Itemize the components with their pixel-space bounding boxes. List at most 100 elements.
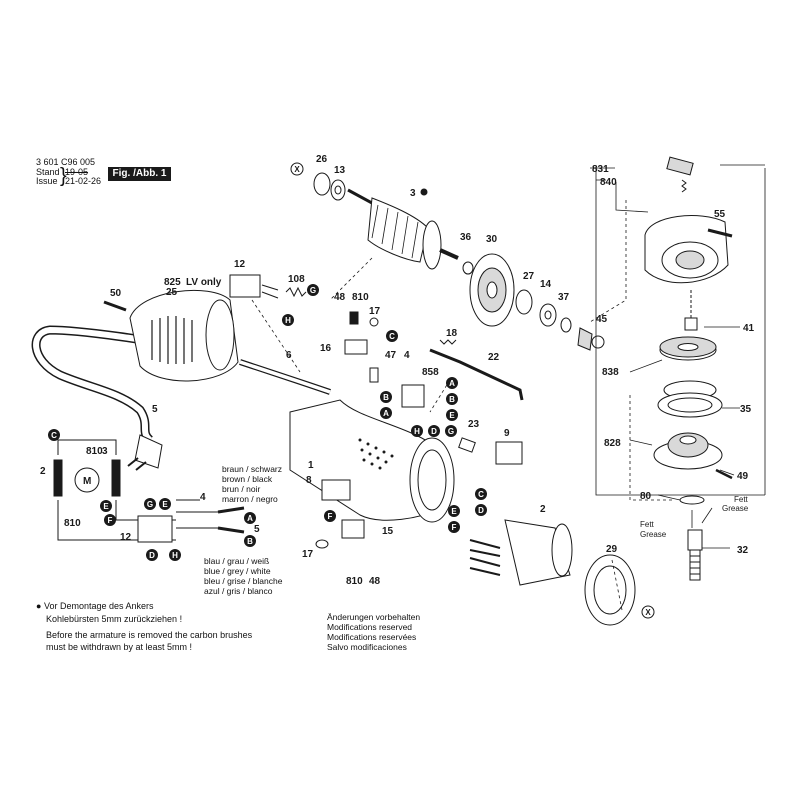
armature (347, 188, 459, 270)
label-14: 14 (540, 279, 552, 290)
label-25: 25 (166, 287, 178, 298)
wiring-label-3: 3 (102, 446, 108, 457)
marker-e-w: E (100, 500, 112, 512)
brush-holder-15 (341, 519, 365, 539)
spring-17b (315, 539, 329, 549)
label-17: 17 (369, 306, 381, 317)
marker-d-1: D (428, 425, 440, 437)
wiring-label-2: 2 (40, 466, 46, 477)
label-80: 80 (640, 491, 652, 502)
label-49: 49 (737, 471, 749, 482)
marker-g-w: G (144, 498, 156, 510)
svg-text:H: H (285, 316, 291, 325)
wiring-label-810: 810 (86, 446, 103, 457)
handle-housing (129, 289, 239, 382)
grease-fett-1: Fett (734, 495, 749, 504)
part-labels: 831 840 55 41 838 35 828 49 80 32 26 13 … (40, 154, 755, 587)
marker-c-1: C (386, 330, 398, 342)
label-29: 29 (606, 544, 618, 555)
label-22: 22 (488, 352, 500, 363)
switch-4 (401, 384, 425, 408)
svg-text:A: A (247, 514, 253, 523)
marker-h-2: H (411, 425, 423, 437)
label-16: 16 (320, 343, 332, 354)
label-36: 36 (460, 232, 472, 243)
issue-date: 21-02-26 (65, 176, 102, 186)
label-828: 828 (604, 438, 621, 449)
label-35: 35 (740, 404, 752, 415)
label-27: 27 (523, 271, 535, 282)
wire-color-row-3: brun / noir (222, 484, 261, 494)
wiring-label-4: 4 (200, 492, 206, 503)
label-6: 6 (286, 350, 292, 361)
marker-a-2: A (380, 407, 392, 419)
marker-x-bottom: X (641, 605, 655, 619)
bearing-flange-828 (653, 432, 723, 470)
label-15: 15 (382, 526, 394, 537)
gear-head-831 (644, 156, 729, 284)
marker-h-1: H (282, 314, 294, 326)
marker-h-w: H (169, 549, 181, 561)
label-50: 50 (110, 288, 122, 299)
label-32: 32 (737, 545, 749, 556)
grease-label-1: Grease (722, 504, 749, 513)
note-de-line-1: ● Vor Demontage des Ankers (36, 601, 154, 611)
svg-text:E: E (162, 500, 168, 509)
svg-text:C: C (51, 431, 57, 440)
ring-36 (462, 261, 474, 275)
svg-text:B: B (247, 537, 253, 546)
field-stator (469, 519, 573, 586)
label-lv-only: LV only (186, 277, 222, 288)
label-108: 108 (288, 274, 305, 285)
marker-b-2: B (380, 391, 392, 403)
svg-text:F: F (452, 523, 457, 532)
screw-55 (707, 228, 733, 238)
modification-note-1: Änderungen vorbehalten (327, 612, 421, 622)
label-26: 26 (316, 154, 328, 165)
label-810b: 810 (346, 576, 363, 587)
wire-color-row-6: blue / grey / white (204, 566, 271, 576)
wiring-label-12: 12 (120, 532, 132, 543)
label-5: 5 (152, 404, 158, 415)
label-18: 18 (446, 328, 458, 339)
svg-text:G: G (448, 427, 454, 436)
svg-text:E: E (449, 411, 455, 420)
note-de-line-2: Kohlebürsten 5mm zurückziehen ! (46, 614, 183, 624)
bearing-13 (330, 179, 346, 201)
label-838: 838 (602, 367, 619, 378)
marker-f-1: F (448, 521, 460, 533)
label-9: 9 (504, 428, 510, 439)
label-17b: 17 (302, 549, 314, 560)
svg-text:B: B (383, 393, 389, 402)
wire-color-row-4: marron / negro (222, 494, 278, 504)
svg-text:A: A (383, 409, 389, 418)
plate-9 (495, 441, 523, 465)
label-13: 13 (334, 165, 346, 176)
wiring-schematic (53, 439, 245, 543)
svg-text:X: X (294, 165, 300, 174)
spring-108 (285, 286, 307, 298)
label-831: 831 (592, 164, 609, 175)
grease-fett-2: Fett (640, 520, 655, 529)
svg-text:A: A (449, 379, 455, 388)
screw-50 (103, 300, 127, 312)
wiring-label-m: M (83, 476, 91, 487)
brace: } (60, 165, 67, 187)
figure-title: Fig. /Abb. 1 (108, 167, 171, 181)
svg-text:H: H (172, 551, 178, 560)
label-12: 12 (234, 259, 246, 270)
svg-text:E: E (451, 507, 457, 516)
label-41: 41 (743, 323, 755, 334)
svg-text:G: G (147, 500, 153, 509)
gear-838 (659, 336, 717, 361)
label-30: 30 (486, 234, 498, 245)
fan-30 (469, 253, 515, 327)
wire-color-row-5: blau / grau / weiß (204, 556, 270, 566)
label-1: 1 (308, 460, 314, 471)
wire-color-row-2: brown / black (222, 474, 273, 484)
part-number: 3 601 C96 005 (36, 157, 96, 167)
marker-e-w2: E (159, 498, 171, 510)
svg-text:D: D (431, 427, 437, 436)
motor-housing (289, 399, 455, 523)
